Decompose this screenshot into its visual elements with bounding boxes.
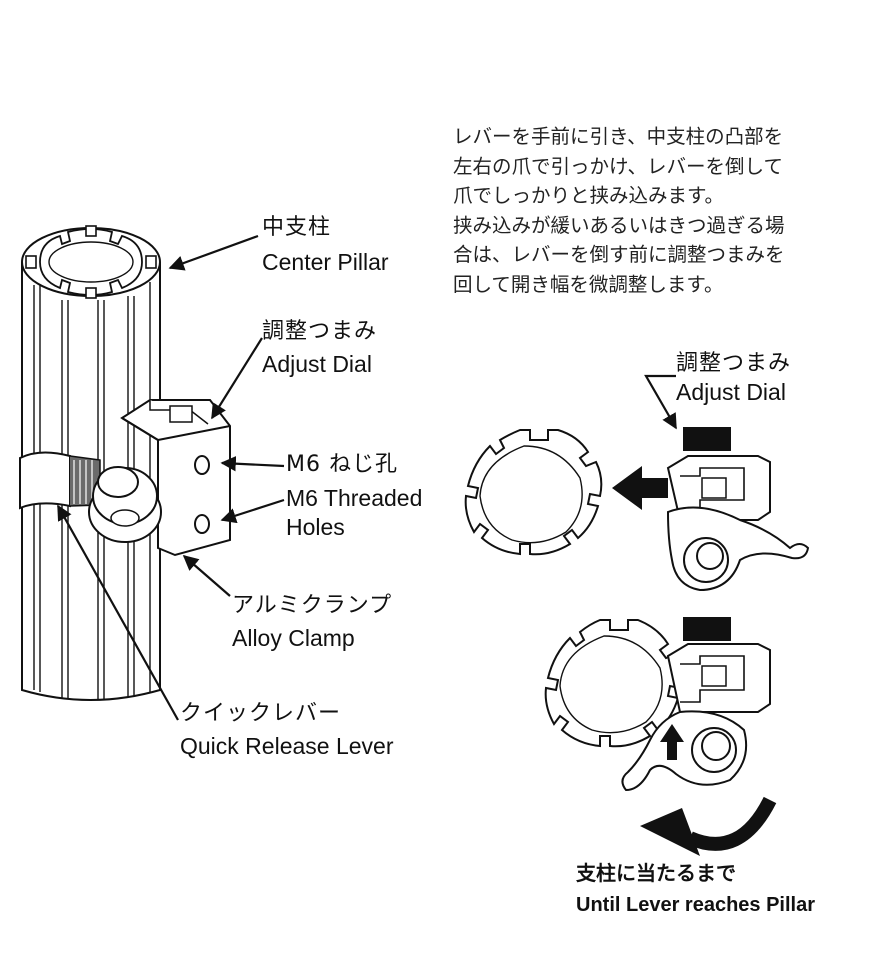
threaded-holes-label-en: M6 Threaded	[286, 485, 423, 511]
until-lever-label-jp: 支柱に当たるまで	[576, 861, 736, 885]
alloy-clamp-label-jp: アルミクランプ	[232, 593, 393, 618]
clamp-detail-top	[666, 427, 810, 592]
pillar-section-top	[464, 429, 603, 556]
instruction-line: 挟み込みが緩いあるいはきつ過ぎる場	[453, 213, 785, 237]
adjust-dial-label-en: Adjust Dial	[262, 351, 372, 377]
alloy-clamp-illustration	[19, 399, 231, 557]
adjust-dial-label-jp: 調整つまみ	[262, 319, 378, 344]
quick-release-label-jp: クイックレバー	[180, 701, 342, 726]
instruction-text: レバーを手前に引き、中支柱の凸部を 左右の爪で引っかけ、レバーを倒して 爪でしっ…	[453, 122, 853, 299]
rotation-arrow	[640, 796, 777, 856]
instruction-line: レバーを手前に引き、中支柱の凸部を	[453, 125, 784, 148]
center-pillar-label-en: Center Pillar	[262, 249, 389, 275]
instruction-line: 左右の爪で引っかけ、レバーを倒して	[453, 154, 783, 178]
quick-release-label-en: Quick Release Lever	[180, 733, 394, 759]
detail-adjust-dial-label-jp: 調整つまみ	[676, 351, 792, 376]
instruction-line: 爪でしっかりと挟み込みます。	[453, 184, 725, 207]
clamp-detail-bottom	[621, 617, 771, 792]
leader-lines	[57, 234, 285, 721]
center-pillar-label-jp: 中支柱	[262, 215, 332, 240]
instruction-line: 回して開き幅を微調整します。	[453, 272, 724, 296]
detail-leader	[644, 374, 677, 430]
instruction-line: 合は、レバーを倒す前に調整つまみを	[453, 243, 785, 266]
threaded-holes-label-en2: Holes	[286, 514, 345, 540]
detail-adjust-dial-label-en: Adjust Dial	[676, 379, 786, 405]
push-arrow-left	[612, 466, 668, 510]
pillar-section-bottom	[544, 619, 683, 748]
until-lever-label-en: Until Lever reaches Pillar	[576, 894, 816, 916]
threaded-holes-label-jp: M6 ねじ孔	[286, 452, 398, 477]
alloy-clamp-label-en: Alloy Clamp	[232, 625, 355, 651]
push-arrow-up	[660, 724, 684, 760]
